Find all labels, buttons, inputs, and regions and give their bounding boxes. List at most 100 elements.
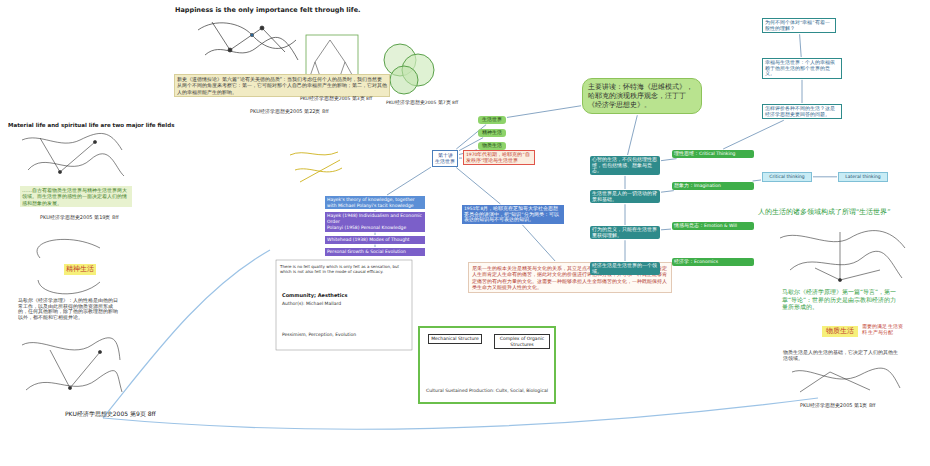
branch-connector xyxy=(625,240,626,261)
leaf-box: 情感与意志：Emotion & Will xyxy=(672,222,754,230)
table-figure: Cultural Sustained Production: Cults, So… xyxy=(418,326,556,404)
topic-box: 物质生活 xyxy=(822,326,858,337)
reference-box: Personal Growth & Social Evolution xyxy=(325,248,425,256)
node-text: 心智的生活，不仅包括理性思维，也包括情感、想象与意志。 xyxy=(592,157,658,174)
note-label: Happiness is the only importance felt th… xyxy=(175,6,405,14)
node-text: Lateral thinking xyxy=(841,174,885,180)
branch-connector xyxy=(375,245,376,247)
node-text: 生活世界 xyxy=(480,117,504,123)
node-text: 生活世界是人的一切活动的背景和基础。 xyxy=(592,191,658,202)
node-text: ……自古有着物质生活世界与精神生活世界两大领域。而生活世界的感性的一面决定着人们… xyxy=(22,187,130,206)
node-text: 1970年代初期，哈耶克的“自发秩序”理论与生活世界 xyxy=(466,152,532,163)
note-label: 需要的满足 生活资料 生产与分配 xyxy=(862,324,904,335)
central-topic: 第十讲 生活世界 xyxy=(432,150,458,167)
quote-note: 新史《道德情操论》第六篇“论有关美德的品质”：当我们考虑任何个人的品质时，我们当… xyxy=(174,74,390,97)
network-sketch xyxy=(780,231,905,282)
node-text: 精神生活 xyxy=(66,265,94,274)
network-sketch xyxy=(792,368,900,392)
node-text: Hayek (1948) Individualism and Economic … xyxy=(327,213,423,224)
note-label: Material life and spiritual life are two… xyxy=(8,122,178,129)
node-text: 经济学：Economics xyxy=(674,259,752,265)
subtopic-box: 行为的意义，只能在生活世界里获得理解。 xyxy=(590,226,660,239)
note-label: 物质生活是人的生活的基础，它决定了人们的其他生活领域。 xyxy=(783,350,901,361)
branch-connector xyxy=(661,191,674,193)
note-label: There is no felt quality which is only f… xyxy=(280,264,408,274)
note-label: Community; Aesthetics xyxy=(282,292,402,298)
note-label: PKU经济学思想史2005 第19页 8ff xyxy=(40,214,150,220)
note-box: 1970年代初期，哈耶克的“自发秩序”理论与生活世界 xyxy=(463,150,535,165)
note-label: PKU经济学思想史2005 第9页 8ff xyxy=(65,410,195,418)
node-text: 怎样评价各种不同的生活？这是经济学思想史要回答的问题。 xyxy=(765,106,839,117)
question-box: 为何不同个体对“幸福”有着一般性的理解？ xyxy=(762,18,836,33)
sweep-curve xyxy=(103,250,270,418)
node-text: 物质生活 xyxy=(824,327,856,336)
branch-connector xyxy=(459,158,462,159)
branch-pill: 物质生活 xyxy=(478,142,506,150)
branch-connector xyxy=(802,80,803,103)
node-text: Whitehead (1938) Modes of Thought xyxy=(327,237,423,243)
leaf-box: 经济学：Economics xyxy=(672,258,754,266)
branch-connector xyxy=(813,176,837,177)
branch-connector xyxy=(753,180,761,181)
node-text: Cultural Sustained Production: Cults, So… xyxy=(426,388,548,394)
subtopic-box: 经济生活是生活世界的一个领域。 xyxy=(590,262,660,275)
note-label: PKU经济学思想史2005 第7页 8ff xyxy=(386,100,468,106)
node-text: Polanyi (1958) Personal Knowledge xyxy=(327,225,423,231)
branch-connector xyxy=(375,233,376,235)
subtopic-box: 生活世界是人的一切活动的背景和基础。 xyxy=(590,190,660,203)
node-text: 精神生活 xyxy=(480,130,504,136)
note-label: 人的生活的诸多领域构成了所谓“生活世界” xyxy=(758,208,923,216)
main-topic-box: 主要讲读：怀特海《思维模式》，哈耶克的演现秩序观念，汪丁丁《经济学思想史》。 xyxy=(582,78,702,114)
leaf-box: 想象力：Imagination xyxy=(672,182,754,190)
node-text: 物质生活 xyxy=(480,143,504,149)
node-text: 理性思维：Critical Thinking xyxy=(674,151,752,157)
node-text: 幸福与生活世界：个人的幸福依赖于他所生活的那个世界的意义。 xyxy=(765,60,839,77)
question-box: 怎样评价各种不同的生活？这是经济学思想史要回答的问题。 xyxy=(762,104,842,119)
note-label: Author(s): Michael Mallard xyxy=(282,301,402,307)
node-text: Personal Growth & Social Evolution xyxy=(327,249,423,255)
question-box: 幸福与生活世界：个人的幸福依赖于他所生活的那个世界的意义。 xyxy=(762,58,842,79)
note-label: 马歇尔《经济学原理》：人的性格是由他的日常工作，以及由此所获得的物质资源所形成的… xyxy=(18,298,118,321)
table-cell: Mechanical Structure xyxy=(428,334,482,344)
branch-pill: 生活世界 xyxy=(478,116,506,124)
tag-box: Lateral thinking xyxy=(838,172,888,182)
note-label: PKU经济学思想史2005 第3页 8ff xyxy=(300,96,382,102)
hand-sketch xyxy=(290,152,342,182)
branch-connector xyxy=(661,229,671,231)
branch-connector xyxy=(522,225,555,261)
branch-connector xyxy=(507,106,581,118)
node-text: Mechanical Structure xyxy=(431,336,479,342)
note-box: 1951年8月，哈耶克在芝加哥大学社会思想委员会的讲演中，把“知识”分为两类：可… xyxy=(462,205,564,224)
table-cell: Complex of Organic Structures xyxy=(494,334,550,349)
reference-box: Whitehead (1938) Modes of Thought xyxy=(325,236,425,244)
node-text: 情感与意志：Emotion & Will xyxy=(674,223,752,229)
node-text: 第十讲 生活世界 xyxy=(435,152,455,165)
quote-note: ……自古有着物质生活世界与精神生活世界两大领域。而生活世界的感性的一面决定着人们… xyxy=(20,186,132,207)
document-frame xyxy=(276,260,412,350)
node-text: Hayek's theory of knowledge, together wi… xyxy=(327,197,423,208)
node-text: 主要讲读：怀特海《思维模式》，哈耶克的演现秩序观念，汪丁丁《经济学思想史》。 xyxy=(588,83,696,109)
node-text: 新史《道德情操论》第六篇“论有关美德的品质”：当我们考虑任何个人的品质时，我们当… xyxy=(177,76,387,95)
branch-connector xyxy=(625,176,626,189)
branch-connector xyxy=(800,34,802,57)
venn-circles xyxy=(384,44,434,94)
branch-connector xyxy=(628,115,638,155)
branch-connector xyxy=(387,167,431,195)
network-sketch xyxy=(22,133,124,176)
note-label: PKU经济学思想史2005 第1页 8ff xyxy=(800,402,910,408)
note-label: PKU经济学思想史2005 第22页 8ff xyxy=(250,108,380,114)
note-label: 马歇尔《经济学原理》第一篇“导言”，第一章“导论”：世界的历史是由宗教和经济的力… xyxy=(782,288,902,311)
topic-box: 精神生活 xyxy=(64,264,96,275)
reference-box: Hayek's theory of knowledge, together wi… xyxy=(325,196,425,209)
branch-pill: 精神生活 xyxy=(478,129,506,137)
subtopic-box: 心智的生活，不仅包括理性思维，也包括情感、想象与意志。 xyxy=(590,156,660,175)
node-text: 想象力：Imagination xyxy=(674,183,752,189)
node-text: 为何不同个体对“幸福”有着一般性的理解？ xyxy=(765,20,833,31)
branch-connector xyxy=(661,159,677,161)
branch-connector xyxy=(723,120,784,149)
node-text: Complex of Organic Structures xyxy=(497,336,547,347)
node-text: 经济生活是生活世界的一个领域。 xyxy=(592,263,658,274)
tag-box: Critical thinking xyxy=(762,172,812,182)
branch-connector xyxy=(625,204,626,225)
